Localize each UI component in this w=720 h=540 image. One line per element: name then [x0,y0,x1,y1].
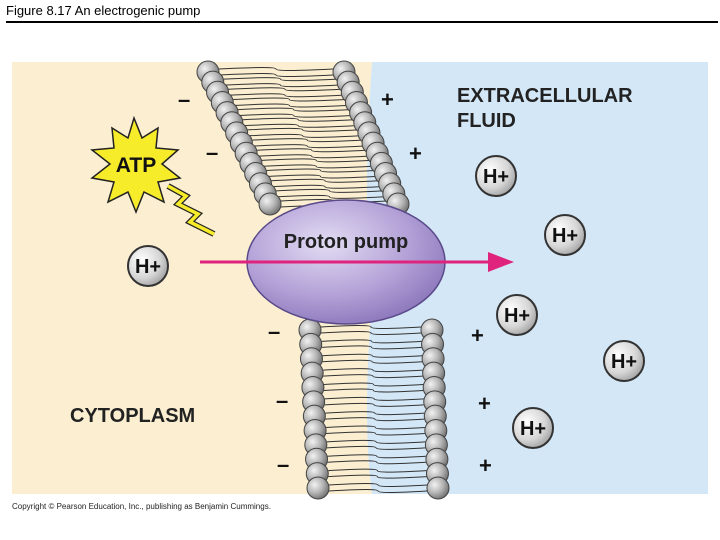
phospholipid-tail [228,93,342,98]
negative-charge-sign: – [206,140,218,165]
phospholipid-tail [325,417,425,422]
proton-ion-extracellular: H+ [475,155,517,197]
phospholipid-tail [327,454,426,459]
atp-burst-icon [90,115,182,215]
svg-text:H+: H+ [504,305,530,327]
extracellular-region [367,62,708,494]
extracellular-label-line1: EXTRACELLULAR [457,85,633,107]
title-divider [6,21,718,23]
phospholipid-tail [326,431,425,436]
phospholipid-tail [323,388,424,393]
phospholipid-tail [257,148,367,153]
proton-ion-extracellular: H+ [603,340,645,382]
proton-ion-extracellular: H+ [496,294,538,336]
svg-text:H+: H+ [611,351,637,373]
phospholipid-tail [328,483,428,487]
copyright-notice: Copyright © Pearson Education, Inc., pub… [12,502,271,511]
phospholipid-head [258,192,282,216]
phospholipid-tail [324,396,424,401]
phospholipid-tail [228,87,342,92]
phospholipid-tail [257,154,367,159]
positive-charge-sign: + [471,323,484,348]
proton-ion-extracellular: H+ [544,214,586,256]
phospholipid-tail [261,164,371,169]
negative-charge-sign: – [268,319,280,344]
negative-charge-sign: – [178,87,190,112]
phospholipid-tail [324,402,424,407]
phospholipid-tail [320,331,422,335]
phospholipid-tail [238,107,350,112]
membrane-tails [218,67,428,493]
proton-pump-label: Proton pump [284,231,408,253]
phospholipid-tail [252,138,363,143]
cytoplasm-label: CYTOPLASM [70,405,195,427]
phospholipid-tail [325,411,425,416]
phospholipid-tail [321,339,422,344]
phospholipid-tail [266,168,375,173]
positive-charge-sign: + [479,453,492,478]
phospholipid-tail [233,97,346,102]
phospholipid-tail [247,133,358,138]
negative-charge-sign: – [277,452,289,477]
phospholipid-head [426,476,450,500]
svg-text:H+: H+ [135,256,161,278]
positive-charge-sign: + [478,391,491,416]
energy-bolt-fill [167,184,215,236]
positive-charge-sign: + [409,141,422,166]
phospholipid-tail [252,144,363,149]
phospholipid-tail [322,353,423,358]
phospholipid-tail [218,73,334,77]
membrane-heads [196,60,450,500]
phospholipid-tail [326,425,425,430]
phospholipid-tail [328,468,427,473]
phospholipid-tail [233,103,346,108]
phospholipid-tail [328,489,428,493]
phospholipid-tail [321,345,422,350]
arrow-head [488,252,514,272]
phospholipid-tail [323,382,424,387]
phospholipid-tail [242,123,354,128]
phospholipid-tail [242,117,354,122]
phospholipid-tail [271,178,379,183]
negative-charge-sign: – [276,388,288,413]
phospholipid-tail [223,77,338,82]
figure-title: Figure 8.17 An electrogenic pump [6,3,201,18]
phospholipid-tail [328,474,427,479]
phospholipid-tail [261,158,371,163]
phospholipid-tail [327,460,426,465]
positive-charge-sign: + [381,87,394,112]
phospholipid-tail [218,67,334,71]
svg-text:H+: H+ [552,225,578,247]
phospholipid-head [306,476,330,500]
phospholipid-tail [271,184,379,189]
svg-text:H+: H+ [520,418,546,440]
phospholipid-tail [322,359,423,364]
proton-ion-cytoplasm: H+ [127,245,169,287]
phospholipid-tail [276,188,383,193]
phospholipid-tail [223,83,338,88]
svg-text:H+: H+ [483,166,509,188]
extracellular-label-line2: FLUID [457,110,516,132]
phospholipid-tail [247,127,358,132]
phospholipid-tail [238,113,350,118]
phospholipid-tail [276,194,383,199]
phospholipid-tail [323,374,423,379]
phospholipid-tail [326,445,426,450]
phospholipid-tail [323,368,423,373]
phospholipid-tail [266,174,375,179]
proton-ion-extracellular: H+ [512,407,554,449]
phospholipid-tail [326,439,426,444]
phospholipid-tail [320,325,422,329]
atp-label: ATP [116,154,156,177]
